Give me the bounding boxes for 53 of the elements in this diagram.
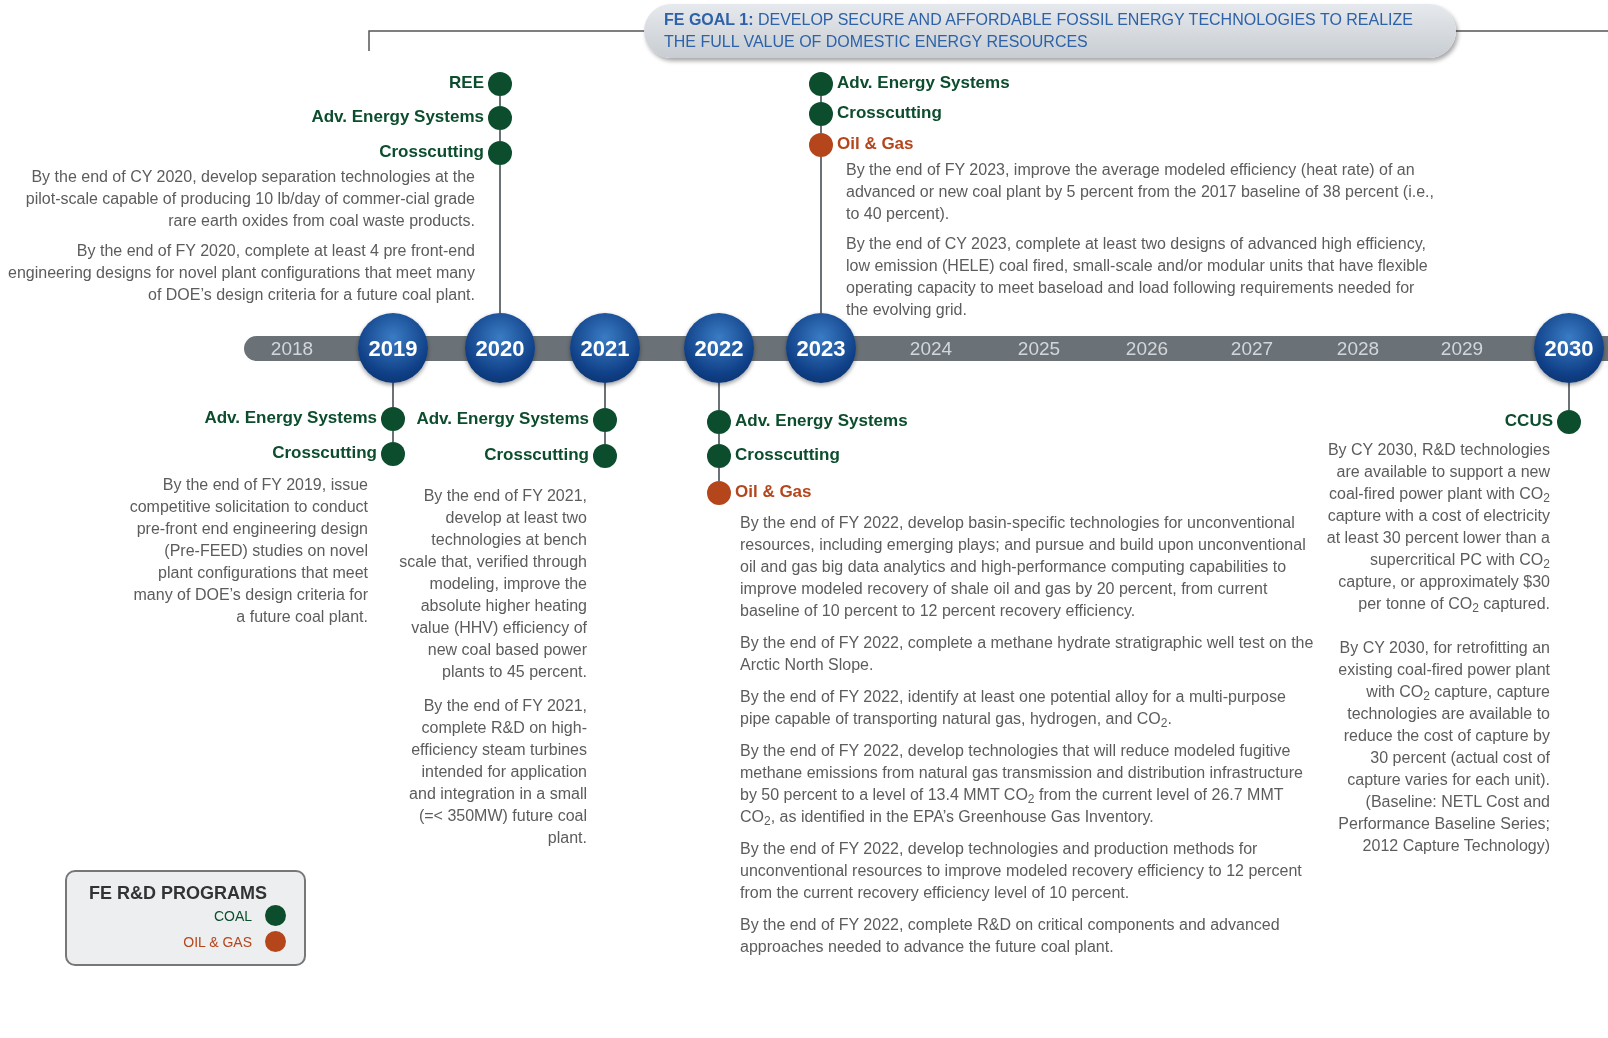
program-label: Oil & Gas [837, 133, 914, 155]
year-label: 2018 [270, 337, 314, 360]
year-label: 2029 [1440, 337, 1484, 360]
connector-line [499, 164, 501, 314]
milestone-text: By the end of FY 2022, develop basin-specific technologies for unconventional resources, including emerging plays; and pursue and build upon unconventional oil and gas big data analytics and high-performance computing capabilities to improve modeled recovery of shale oil and gas by 20 percent, from current baseline of 10 percent to 12 percent recovery efficiency. [740, 513, 1307, 621]
connector-line [499, 95, 501, 107]
connector-line [1568, 382, 1570, 411]
program-label: Crosscutting [735, 444, 840, 466]
milestone-text: By the end of FY 2020, complete at least 4 pre front-end engineering designs for novel plant configurations that meet many of DOE’s design criteria for a future coal plant. [7, 241, 475, 305]
program-label: Adv. Energy Systems [416, 408, 589, 430]
milestone-text: By the end of FY 2021, develop at least two technologies at bench scale that, verified through modeling, improve the absolute higher heating value (HHV) efficiency of new coal based power plants to 45 percent. [398, 486, 587, 682]
connector-line [604, 431, 606, 445]
milestone-text: By CY 2030, R&D technologies are available to support a new coal-fired power plant with CO$_{2}$ capture with a cost of electricity at least 30 percent lower than a supercritical PC with CO$_{2}$ capture, or approximately $30 per tonne of CO$_{2}$ captured. [1325, 440, 1550, 615]
milestone-text: By the end of FY 2021, complete R&D on high-efficiency steam turbines intended for application and integration in a small (=< 350MW) future coal plant. [408, 696, 587, 848]
milestone-text: By the end of FY 2022, complete R&D on critical components and advanced approaches needed to advance the future coal plant. [740, 915, 1281, 957]
program-label: Crosscutting [837, 102, 942, 124]
milestone-text: By the end of FY 2019, issue competitive solicitation to conduct pre-front end engineering design (Pre-FEED) studies on novel plant configurations that meet many of DOE’s design criteria for a future coal plant. [128, 475, 368, 627]
program-label: CCUS [1504, 410, 1553, 432]
connector-line [499, 129, 501, 142]
program-label: Adv. Energy Systems [204, 407, 377, 429]
milestone-text: By the end of FY 2023, improve the average modeled efficiency (heat rate) of an advanced or new coal plant by 5 percent from the 2017 baseline of 38 percent (i.e., to 40 percent). [846, 160, 1435, 224]
program-label: Oil & Gas [735, 481, 812, 503]
milestone-text: By the end of FY 2022, develop technologies that will reduce modeled fugitive methane emissions from natural gas transmission and distribution infrastructure by 50 percent to a level of 13.4 MMT CO$_{2}$ from the current level of 26.7 MMT CO$_{2}$, as identified in the EPA’s Greenhouse Gas Inventory. [740, 741, 1304, 828]
program-label: Crosscutting [272, 442, 377, 464]
program-label: Adv. Energy Systems [311, 106, 484, 128]
year-label: 2028 [1336, 337, 1380, 360]
year-label: 2027 [1230, 337, 1274, 360]
program-label: Crosscutting [379, 141, 484, 163]
connector-line [820, 125, 822, 134]
milestone-text: By the end of CY 2020, develop separation technologies at the pilot-scale capable of producing 10 lb/day of commer-cial grade rare earth oxides from coal waste products. [24, 167, 475, 231]
milestone-text: By the end of FY 2022, identify at least one potential alloy for a multi-purpose pipe capable of transporting natural gas, hydrogen, and CO$_{2}$. [740, 687, 1287, 730]
connector-line [392, 382, 394, 408]
milestone-text: By the end of FY 2022, complete a methane hydrate stratigraphic well test on the Arctic North Slope. [740, 633, 1315, 675]
connector-line [392, 430, 394, 443]
connector-line [718, 467, 720, 482]
connector-line [604, 382, 606, 409]
legend-text: OIL & GAS [183, 933, 252, 951]
milestone-text: By the end of FY 2022, develop technologies and production methods for unconventional resources to improve modeled recovery efficiency to 12 percent from the current recovery efficiency level of 10 percent. [740, 839, 1303, 903]
program-label: REE [449, 72, 484, 94]
year-label: 2026 [1125, 337, 1169, 360]
year-label: 2025 [1017, 337, 1061, 360]
connector-line [718, 433, 720, 445]
connector-line [820, 95, 822, 103]
year-label: 2024 [909, 337, 953, 360]
program-label: Crosscutting [484, 444, 589, 466]
title-banner: FE GOAL 1: DEVELOP SECURE AND AFFORDABLE FOSSIL ENERGY TECHNOLOGIES TO REALIZE THE FULL VALUE OF DOMESTIC ENERGY RESOURCES [644, 4, 1456, 58]
program-label: Adv. Energy Systems [837, 72, 1010, 94]
connector-line [718, 382, 720, 411]
milestone-text: By CY 2030, for retrofitting an existing coal-fired power plant with CO$_{2}$ capture, capture technologies are available to reduce the cost of capture by 30 percent (actual cost of capture varies for each unit). (Baseline: NETL Cost and Performance Baseline Series; 2012 Capture Technology) [1337, 638, 1550, 856]
connector-line [820, 156, 822, 314]
legend-text: COAL [213, 907, 252, 925]
program-label: Adv. Energy Systems [735, 410, 908, 432]
legend-title: FE R&D PROGRAMS [89, 882, 267, 905]
